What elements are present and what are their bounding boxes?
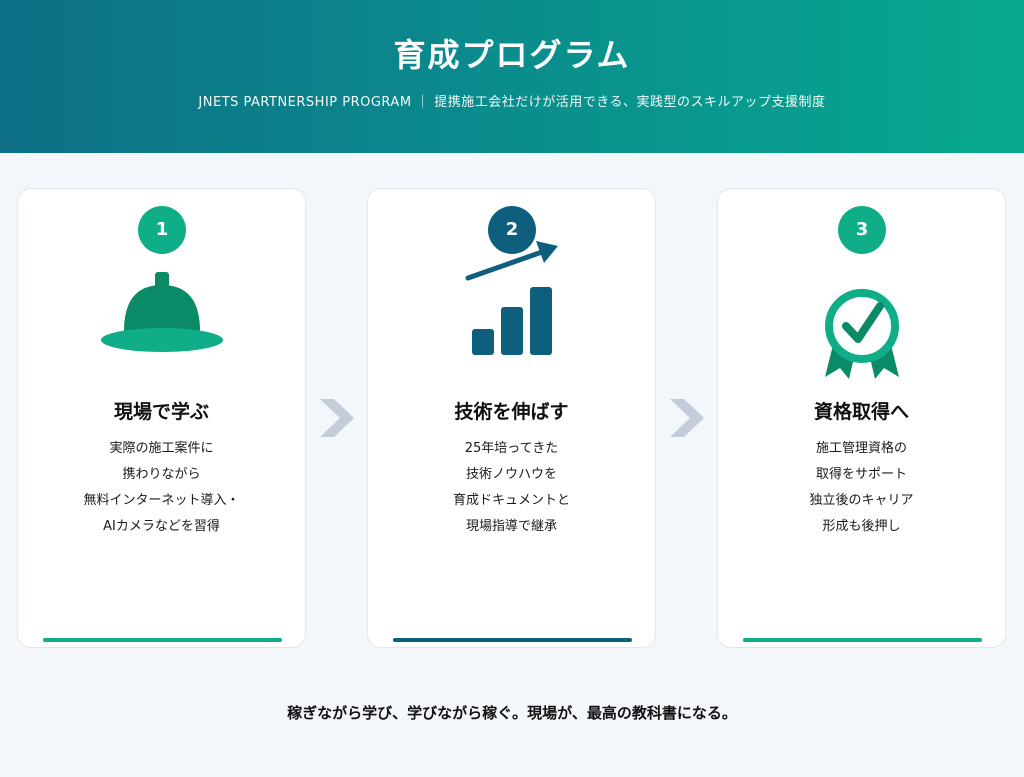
step-description-line: 携わりながら [122, 467, 201, 482]
step-description: 25年培ってきた 技術ノウハウを 育成ドキュメントと 現場指導で継承 [368, 436, 655, 540]
certificate-check-icon [825, 289, 899, 379]
chevron-right-icon [320, 399, 354, 437]
step-description-line: 取得をサポート [815, 467, 907, 482]
step-description: 実際の施工案件に 携わりながら 無料インターネット導入・ AIカメラなどを習得 [18, 436, 305, 540]
step-number-badge: 1 [138, 206, 186, 254]
step-number-badge: 3 [838, 206, 886, 254]
step-description-line: 育成ドキュメントと [452, 493, 570, 508]
header-banner: 育成プログラム JNETS PARTNERSHIP PROGRAM ｜ 提携施工… [0, 0, 1024, 153]
step-description-line: 技術ノウハウを [465, 467, 557, 482]
step-number-badge: 2 [488, 206, 536, 254]
card-accent-bar [43, 638, 282, 642]
page-title: 育成プログラム [393, 36, 631, 74]
chevron-right-icon [670, 399, 704, 437]
hard-hat-icon [101, 272, 223, 352]
step-description-line: 施工管理資格の [815, 441, 907, 456]
step-card-3: 3 資格取得へ 施工管理資格の 取得をサポート 独立後のキャリア 形成も後押し [717, 188, 1006, 648]
step-description-line: AIカメラなどを習得 [103, 519, 220, 534]
step-title: 技術を伸ばす [454, 401, 569, 423]
card-accent-bar [393, 638, 632, 642]
step-description-line: 現場指導で継承 [465, 519, 557, 534]
step-description-line: 25年培ってきた [464, 441, 559, 456]
step-description-line: 実際の施工案件に [109, 441, 214, 456]
step-description: 施工管理資格の 取得をサポート 独立後のキャリア 形成も後押し [718, 436, 1005, 540]
growth-chart-icon [465, 241, 558, 355]
step-description-line: 形成も後押し [822, 519, 901, 534]
card-accent-bar [743, 638, 982, 642]
step-title: 現場で学ぶ [113, 401, 209, 423]
step-description-line: 独立後のキャリア [809, 493, 914, 508]
step-description-line: 無料インターネット導入・ [83, 493, 240, 508]
page-subtitle: JNETS PARTNERSHIP PROGRAM ｜ 提携施工会社だけが活用で… [198, 95, 826, 110]
step-card-1: 1 現場で学ぶ 実際の施工案件に 携わりながら 無料インターネット導入・ AIカ… [17, 188, 306, 648]
step-card-2: 2 技術を伸ばす 25年培ってきた 技術ノウハウを 育成ドキュメントと 現場指導… [367, 188, 656, 648]
step-title: 資格取得へ [813, 401, 909, 423]
tagline: 稼ぎながら学び、学びながら稼ぐ。現場が、最高の教科書になる。 [287, 704, 737, 722]
